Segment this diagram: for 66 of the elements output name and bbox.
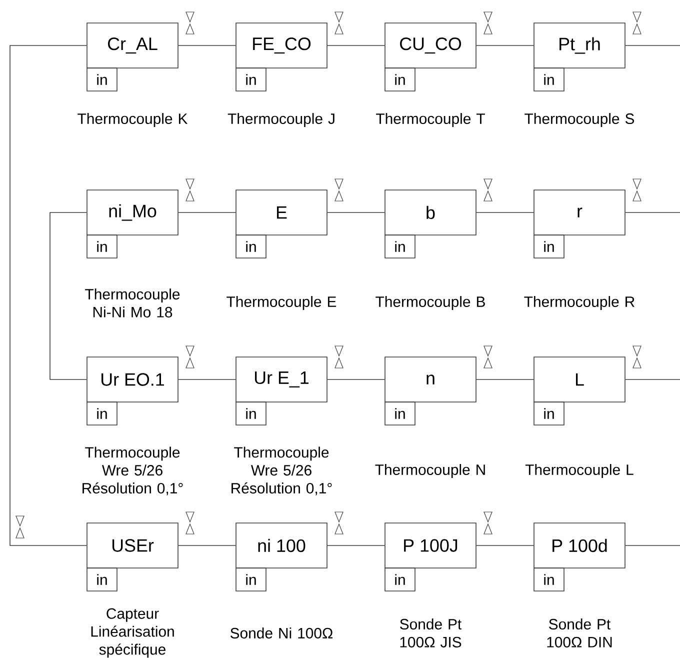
sensor-description: Thermocouple J	[228, 113, 334, 127]
sensor-description: Thermocouple Ni-Ni Mo 18	[85, 288, 180, 318]
tag-box: in	[236, 234, 266, 258]
connector-line	[327, 212, 385, 213]
tag-box: in	[384, 68, 416, 92]
code-box: P 100d	[534, 522, 626, 568]
tag-box: in	[384, 234, 416, 258]
sensor-description: Thermocouple N	[375, 464, 485, 478]
connector-line	[327, 379, 385, 380]
sensor-description: Sonde Pt 100Ω JIS	[400, 618, 462, 648]
code-box: Pt_rh	[534, 22, 626, 68]
connector-line	[476, 212, 534, 213]
connector-line	[178, 379, 236, 380]
code-box: r	[534, 190, 626, 236]
sensor-description: Thermocouple B	[376, 296, 485, 310]
sensor-description: Thermocouple T	[376, 113, 485, 127]
sensor-description: Thermocouple Wre 5/26 Résolution 0,1°	[232, 446, 332, 496]
sensor-description: Thermocouple S	[524, 113, 634, 127]
sensor-description: Thermocouple L	[525, 464, 634, 478]
connector-line	[476, 379, 534, 380]
code-box: USEr	[86, 522, 178, 568]
connector-line	[50, 212, 87, 380]
tag-box: in	[86, 234, 118, 258]
code-box: ni 100	[236, 522, 328, 568]
sensor-description: Thermocouple K	[78, 113, 188, 127]
code-box: Cr_AL	[86, 22, 178, 68]
tag-box: in	[534, 234, 564, 258]
connector-line	[327, 545, 385, 546]
code-box: E	[236, 190, 328, 236]
connector-line	[476, 45, 534, 46]
connector-line	[10, 45, 87, 546]
code-box: P 100J	[384, 522, 476, 568]
sensor-description: Sonde Ni 100Ω	[230, 628, 333, 638]
tag-box: in	[384, 568, 416, 592]
connector-line	[625, 379, 680, 380]
connector-line	[625, 545, 680, 546]
code-box: ni_Mo	[86, 190, 178, 236]
code-box: L	[534, 356, 626, 402]
code-box: FE_CO	[236, 22, 328, 68]
code-box: Ur E_1	[236, 356, 328, 402]
tag-box: in	[534, 402, 564, 426]
tag-box: in	[236, 402, 266, 426]
connector-line	[476, 545, 534, 546]
tag-box: in	[534, 68, 564, 92]
tag-box: in	[236, 568, 266, 592]
sensor-description: Sonde Pt 100Ω DIN	[547, 618, 612, 648]
connector-line	[327, 45, 385, 46]
tag-box: in	[86, 68, 118, 92]
code-box: b	[384, 190, 476, 236]
connector-line	[625, 212, 680, 213]
tag-box: in	[86, 568, 118, 592]
connector-line	[178, 212, 236, 213]
tag-box: in	[236, 68, 266, 92]
connector-line	[178, 45, 236, 46]
tag-box: in	[86, 402, 118, 426]
sensor-description: Thermocouple R	[524, 296, 634, 310]
code-box: Ur EO.1	[86, 356, 178, 402]
code-box: CU_CO	[384, 22, 476, 68]
sensor-description: Thermocouple E	[226, 296, 336, 310]
sensor-description: Capteur Linéarisation spécifique	[91, 608, 174, 658]
sensor-description: Thermocouple Wre 5/26 Résolution 0,1°	[82, 446, 183, 496]
tag-box: in	[534, 568, 564, 592]
code-box: n	[384, 356, 476, 402]
connector-line	[625, 45, 680, 46]
connector-line	[178, 545, 236, 546]
tag-box: in	[384, 402, 416, 426]
